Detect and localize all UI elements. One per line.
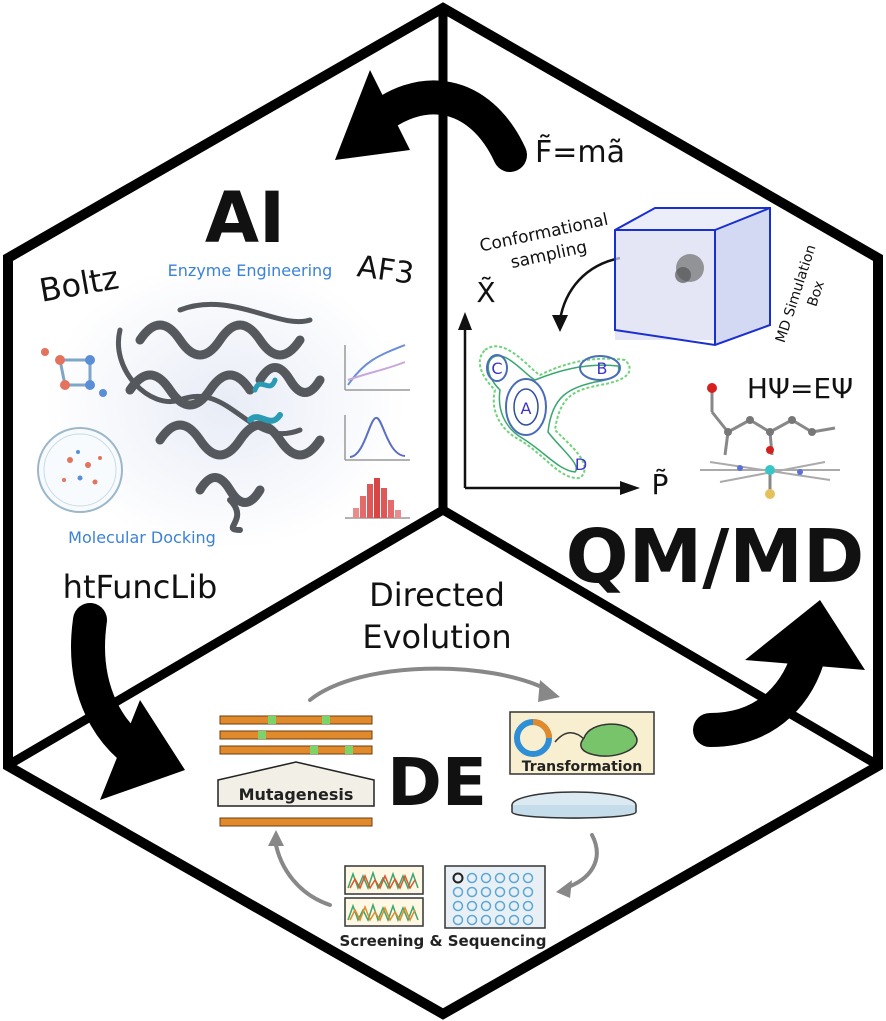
well-plate-icon [444, 865, 546, 929]
mini-plot-lines [344, 344, 410, 391]
md-box-label-2: Box [805, 279, 828, 309]
af3-label: AF3 [355, 249, 416, 292]
mini-plot-histogram [345, 478, 410, 519]
chromatogram-icon [344, 865, 424, 927]
md-simulation-box-icon [614, 207, 771, 347]
newton-equation: F̃=mã [535, 135, 625, 170]
mini-plot-peak [344, 415, 410, 461]
agar-plate-icon [511, 791, 637, 819]
sampling-arrow [558, 256, 621, 321]
state-c-label: C [491, 359, 502, 378]
evolution-label: Evolution [362, 618, 511, 656]
transformation-label: Transformation [522, 759, 642, 775]
state-d-label: D [575, 455, 587, 474]
arrow-ai-to-de [71, 603, 185, 800]
heme-molecule-icon [700, 383, 840, 499]
directed-label: Directed [369, 576, 505, 614]
ai-section: AI Boltz AF3 Enzyme Engineering Molecula… [36, 177, 416, 606]
arrow-de-to-qmmd [693, 600, 865, 747]
evolution-cycle-arrows [273, 666, 599, 907]
molecular-docking-label: Molecular Docking [68, 528, 216, 547]
screening-sequencing-label: Screening & Sequencing [340, 932, 547, 950]
state-b-label: B [597, 359, 608, 378]
petri-dish-icon [37, 427, 123, 513]
protein-structure-icon [116, 301, 325, 533]
phase-space-axes [458, 312, 640, 495]
mutagenesis-box: Mutagenesis [217, 761, 375, 807]
dna-strands-icon [219, 715, 373, 827]
mutagenesis-label: Mutagenesis [239, 785, 354, 804]
energy-landscape-contours [478, 345, 631, 480]
enzyme-engineering-label: Enzyme Engineering [168, 261, 333, 280]
state-a-label: A [521, 399, 532, 418]
arrow-qmmd-to-ai [335, 70, 527, 172]
transformation-box: Transformation [509, 711, 655, 775]
htfunclib-label: htFuncLib [63, 568, 218, 606]
small-molecule-icon [41, 348, 107, 397]
ai-title: AI [205, 177, 285, 259]
axis-p-label: P̃ [652, 468, 669, 501]
schrodinger-equation: HΨ=EΨ [747, 372, 853, 405]
sampling-arrowhead [552, 315, 568, 332]
qmmd-title: QM/MD [566, 514, 865, 600]
de-title: DE [387, 744, 487, 821]
axis-x-label: X̃ [476, 276, 495, 309]
qmmd-section: F̃=mã Conformational sampling MD Simulat… [458, 135, 864, 600]
de-section: Directed Evolution Mutagenesis [217, 576, 655, 950]
